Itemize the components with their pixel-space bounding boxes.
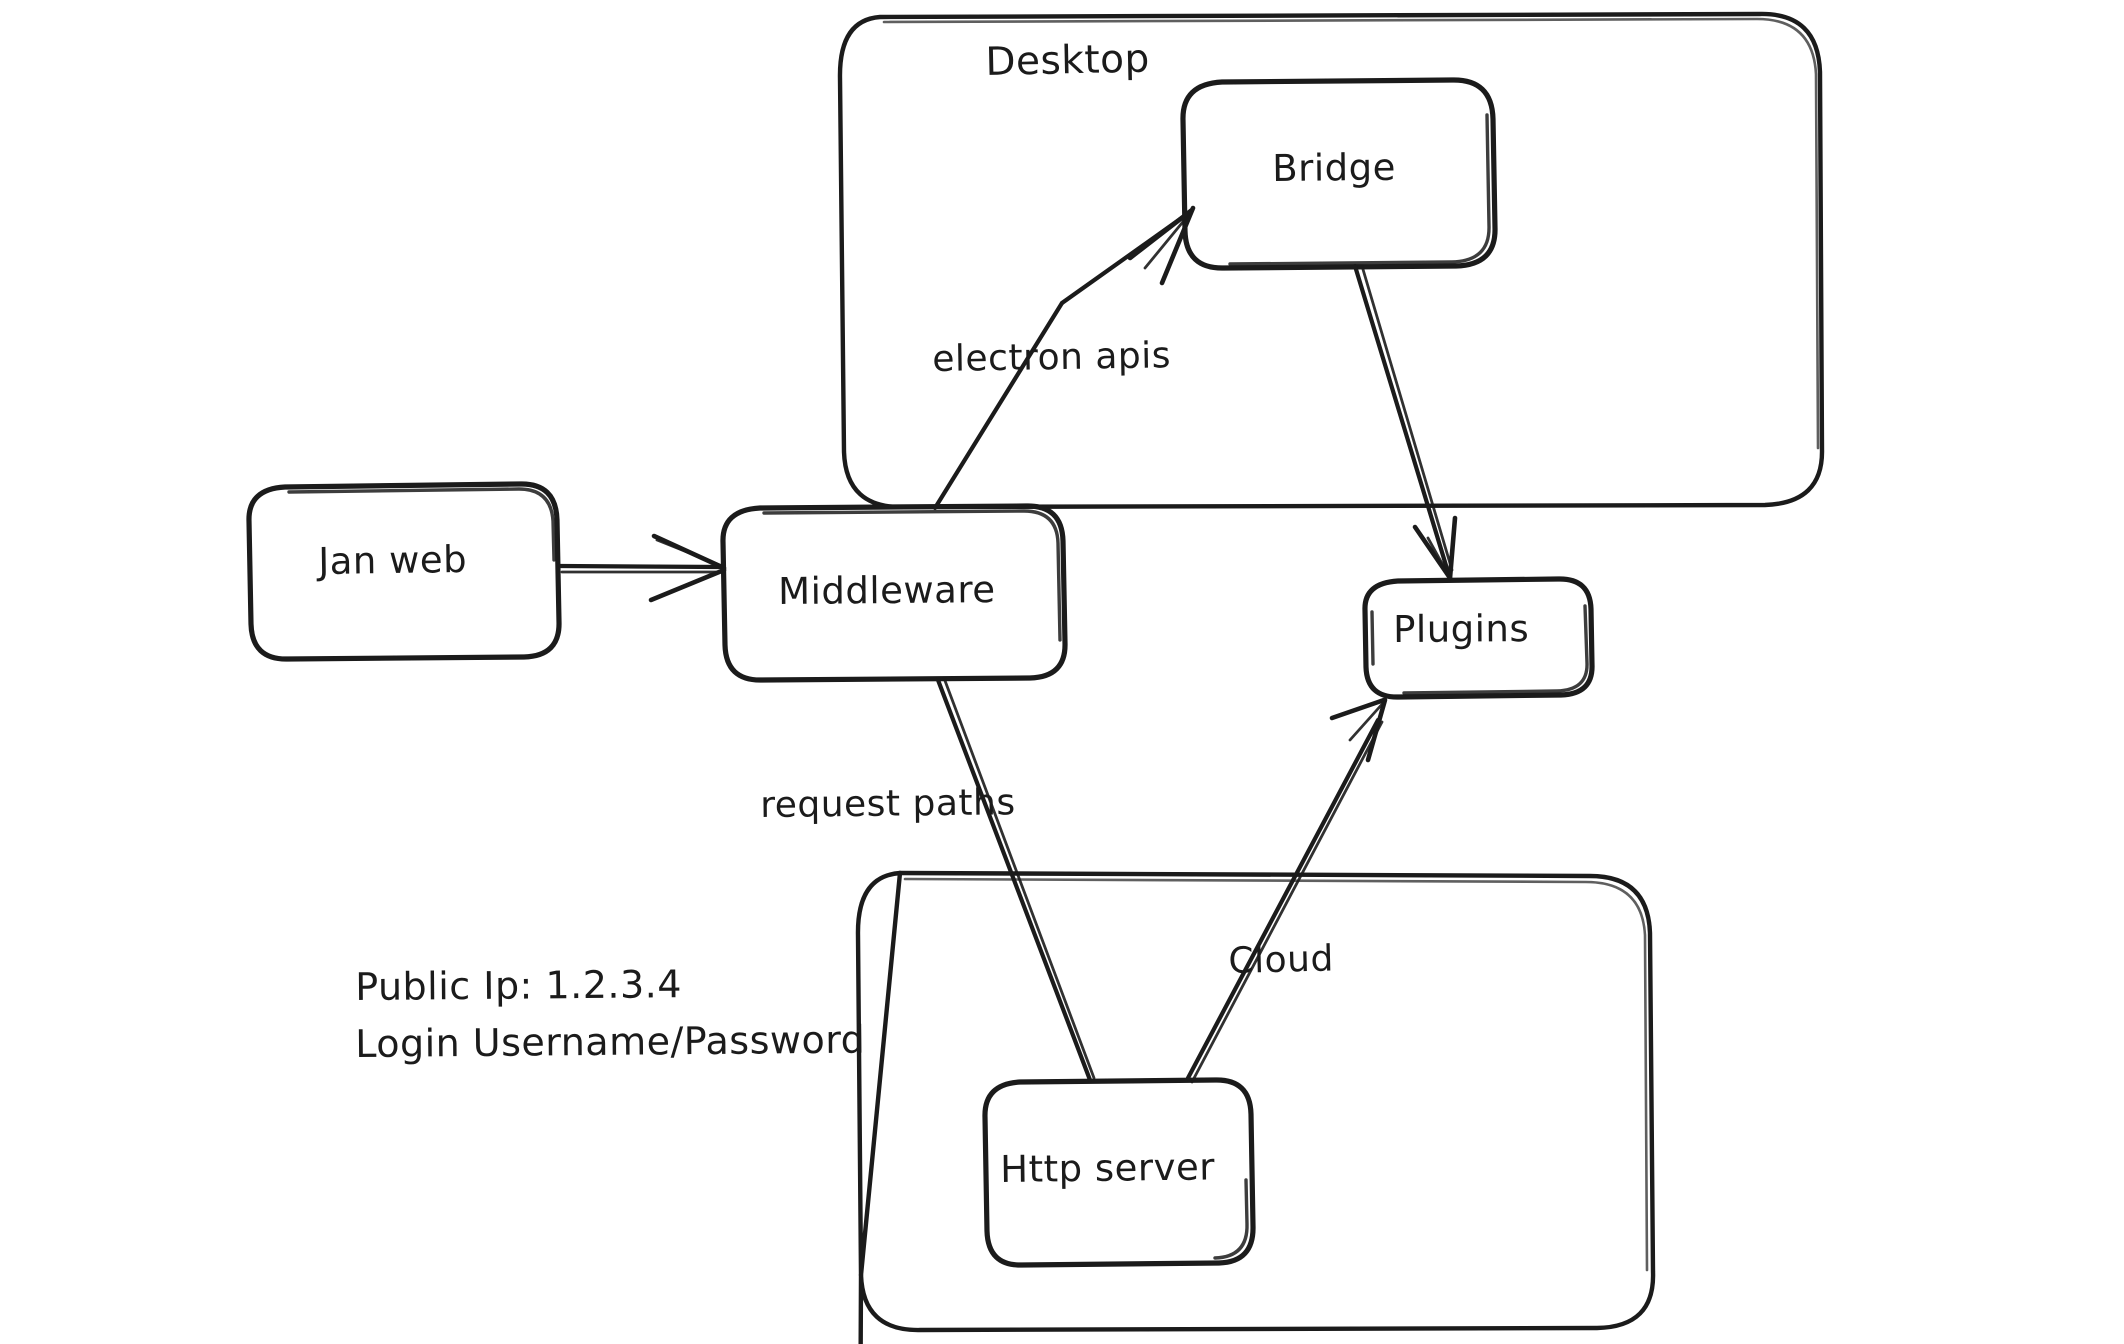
http-server-node-label[interactable]: Http server — [1000, 1145, 1216, 1191]
http-server-box-shape — [982, 1077, 1256, 1268]
note-public-ip: Public Ip: 1.2.3.4 — [355, 962, 683, 1009]
plugins-node-label[interactable]: Plugins — [1393, 607, 1530, 651]
middleware-box-shape — [720, 503, 1068, 683]
bridge-node-label[interactable]: Bridge — [1272, 145, 1397, 190]
edge-http-server-to-plugins — [1185, 697, 1388, 1084]
edge-label-cloud: Cloud — [1228, 938, 1335, 982]
edge-label-request-paths: request paths — [760, 782, 1016, 826]
desktop-container-label: Desktop — [985, 36, 1151, 85]
jan-web-box-shape — [246, 481, 562, 662]
edge-label-electron-apis: electron apis — [932, 335, 1172, 380]
note-login-credentials: Login Username/Password — [355, 1017, 866, 1066]
edge-middleware-to-http-server — [935, 676, 1096, 1083]
cloud-container-shape — [855, 870, 1656, 1344]
bridge-box-shape — [1180, 77, 1498, 271]
desktop-container-shape — [837, 11, 1825, 510]
edge-jan-web-to-middleware — [557, 533, 727, 603]
plugins-box-shape — [1362, 576, 1595, 700]
middleware-node-label[interactable]: Middleware — [778, 568, 996, 613]
edge-middleware-to-bridge — [932, 205, 1196, 511]
edge-bridge-to-plugins — [1352, 263, 1458, 581]
jan-web-node-label[interactable]: Jan web — [318, 537, 468, 583]
